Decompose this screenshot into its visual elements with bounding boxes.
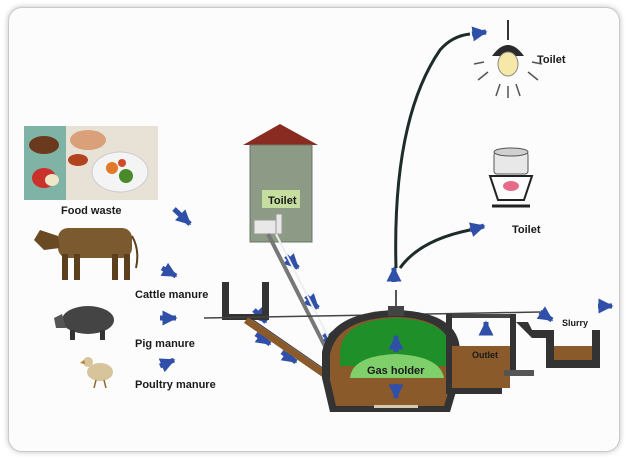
arrow-stove bbox=[468, 222, 486, 237]
gas-outlet-pipe bbox=[388, 32, 471, 316]
label-toilet-lamp: Toilet bbox=[537, 54, 566, 66]
food-waste-image bbox=[24, 126, 158, 200]
arrow-slurry bbox=[536, 306, 554, 323]
arrow-inlet-2 bbox=[254, 330, 272, 347]
digester: Gas holder bbox=[322, 310, 460, 412]
label-outlet: Outlet bbox=[472, 350, 498, 360]
poultry-image bbox=[80, 357, 113, 389]
inlet-tank bbox=[222, 282, 332, 381]
label-poultry-manure: Poultry manure bbox=[135, 379, 216, 391]
label-pig-manure: Pig manure bbox=[135, 338, 195, 350]
arrow-lamp bbox=[471, 26, 488, 42]
arrow-food bbox=[172, 207, 192, 226]
label-gas-holder: Gas holder bbox=[367, 365, 425, 377]
toilet-building: Toilet bbox=[243, 124, 318, 243]
label-toilet-building: Toilet bbox=[268, 195, 297, 207]
label-slurry: Slurry bbox=[562, 318, 588, 328]
outlet-chamber: Outlet bbox=[446, 314, 534, 394]
arrow-cattle bbox=[160, 262, 178, 279]
cow-image bbox=[34, 228, 139, 280]
stove-icon bbox=[488, 147, 534, 208]
arrow-inlet-3 bbox=[280, 348, 298, 365]
lamp-icon bbox=[473, 20, 543, 98]
pig-image bbox=[54, 306, 114, 340]
label-toilet-stove: Toilet bbox=[512, 224, 541, 236]
slurry-pit: Slurry bbox=[516, 318, 600, 368]
label-food-waste: Food waste bbox=[61, 205, 122, 217]
label-cattle-manure: Cattle manure bbox=[135, 289, 208, 301]
arrow-poultry bbox=[158, 357, 176, 373]
